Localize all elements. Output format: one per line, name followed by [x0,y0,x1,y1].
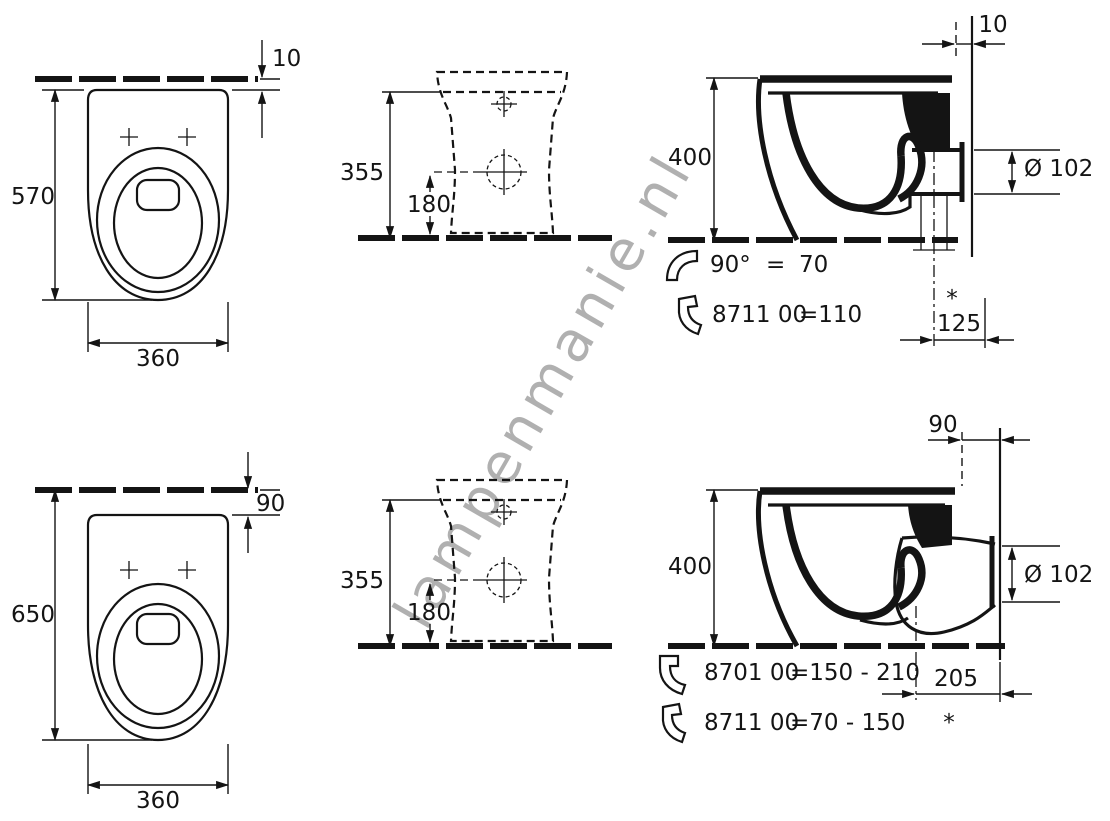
crosshair-icon [481,149,527,195]
plan-view-top: 10 570 360 [11,40,301,372]
dim-height: 400 [668,488,758,648]
note-code: 8701 00 [704,660,799,686]
ceramic-mass [908,505,952,548]
dim-label: 125 [937,311,981,337]
dim-outlet-diameter: Ø 102 [1002,545,1093,603]
crosshair-icon [491,499,517,525]
note-value: =110 [799,302,862,328]
note-code: 8711 00 [704,710,799,736]
bowl-section [782,504,905,620]
note-code: 90° [710,252,751,278]
dim-wall-gap: 90 [232,452,285,553]
dim-outlet-height: 180 [407,174,451,236]
dim-height: 355 [340,90,440,240]
crosshair-icon [491,91,517,117]
footnote-marker: * [946,286,958,312]
dim-outlet-offset: 125 * [900,286,1014,348]
plan-view-bottom: 90 650 360 [11,452,285,814]
note-equals: = [766,252,785,278]
side-view-bottom: 90 400 Ø 102 205 * 8701 00 =150 - 210 [658,412,1093,744]
note-row: 8711 00 =70 - 150 [661,702,905,744]
dim-label: 360 [136,788,180,814]
toilet-rear-outline [435,70,569,235]
flush-outlet-outline [135,612,181,646]
front-profile [756,490,800,648]
footnote-marker: * [943,710,955,736]
note-code: 8711 00 [712,302,807,328]
fixing-hole-icon [496,96,512,112]
toilet-outline [86,513,230,742]
dim-label: 355 [340,160,384,186]
dim-depth: 570 [11,88,152,302]
ptrap-pipe-bottom [894,601,996,635]
seat-outline [95,582,221,730]
dim-label: Ø 102 [1024,562,1093,588]
dim-wall-gap: 90 [928,412,1030,486]
dim-label: 400 [668,554,712,580]
dim-label: 90 [928,412,957,438]
elbow-90-icon [665,249,699,282]
fixing-hole-icon [496,504,512,520]
dim-height: 400 [668,76,758,242]
toilet-rear-outline [435,478,569,643]
ptrap-pipe-top [901,535,996,546]
trap-section [897,546,926,611]
dim-outlet-diameter: Ø 102 [974,149,1093,195]
base-profile [859,616,909,626]
note-row: 90° = 70 [665,249,828,282]
dim-width: 360 [86,302,230,372]
seat-outline [95,146,221,294]
dim-label: 10 [978,12,1007,38]
dim-outlet-offset: 205 * [882,662,1032,736]
crosshair-icon [178,561,196,579]
dim-label: Ø 102 [1024,156,1093,182]
dim-label: 180 [407,600,451,626]
dim-label: 650 [11,602,55,628]
dim-depth: 650 [11,488,152,742]
outlet-bend-icon [677,294,703,336]
crosshair-icon [481,557,527,603]
base-profile [859,196,912,216]
trap-section [897,132,926,203]
dim-label: 205 [934,666,978,692]
rear-view-top: 355 180 [340,70,612,241]
dim-wall-gap: 10 [232,40,301,138]
note-value: =70 - 150 [790,710,905,736]
bowl-section [782,92,905,212]
flush-outlet-outline [135,178,181,212]
front-profile [756,78,800,242]
dim-outlet-height: 180 [407,582,451,644]
note-value: =150 - 210 [790,660,920,686]
crosshair-icon [120,561,138,579]
dim-wall-gap: 10 [922,12,1008,60]
note-row: 8701 00 =150 - 210 [658,654,920,696]
outlet-bend-icon [658,654,687,696]
crosshair-icon [178,128,196,146]
note-value: 70 [799,252,828,278]
bowl-opening-outline [112,602,204,716]
dim-label: 355 [340,568,384,594]
dim-height: 355 [340,498,440,648]
dim-label: 360 [136,346,180,372]
side-view-top: 10 400 Ø 102 125 * 90° = 70 [665,12,1093,348]
dim-label: 90 [256,491,285,517]
ptrap-pipe-left [893,537,904,603]
dim-width: 360 [86,744,230,814]
toilet-outline [86,88,230,302]
note-row: 8711 00 =110 [677,294,862,336]
outlet-bend-icon [661,702,687,744]
crosshair-icon [120,128,138,146]
rear-view-bottom: 355 180 [340,478,612,649]
dim-label: 570 [11,184,55,210]
bowl-opening-outline [112,166,204,280]
dim-label: 400 [668,145,712,171]
dim-label: 180 [407,192,451,218]
dim-label: 10 [272,46,301,72]
